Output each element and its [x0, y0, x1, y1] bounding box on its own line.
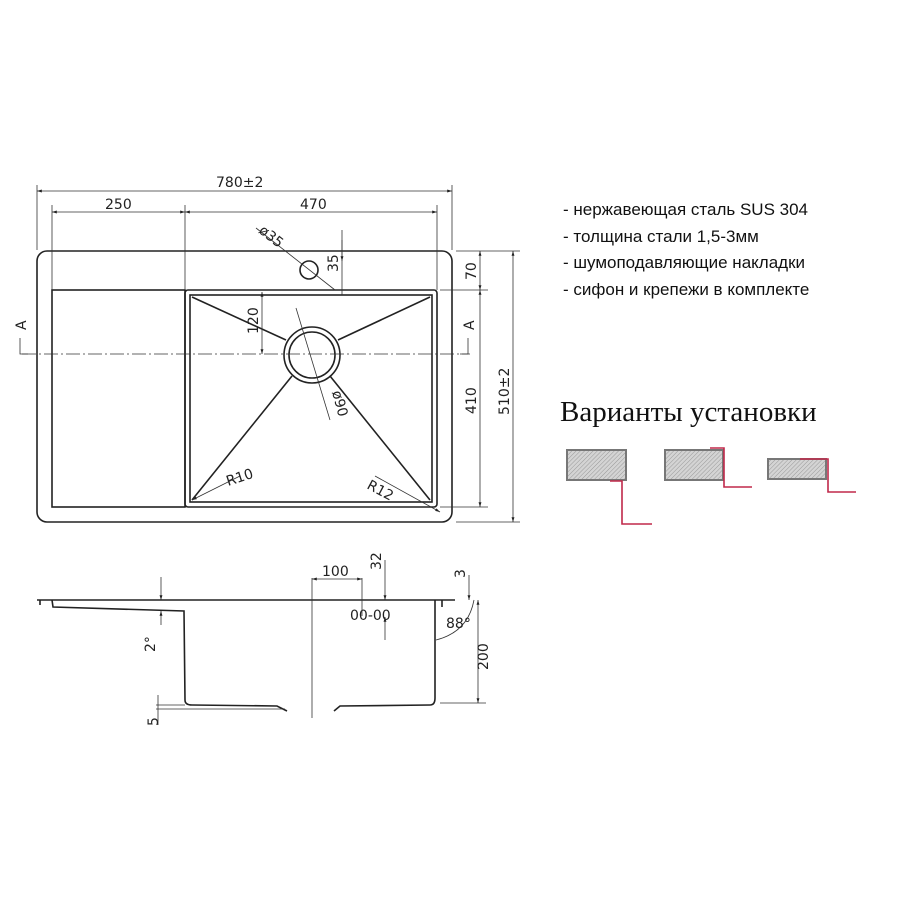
dim-rim: 3 [453, 569, 469, 578]
dim-drain-offset: 120 [246, 307, 262, 334]
dim-overflow-height: 32 [369, 552, 385, 570]
dim-radius-right: R12 [364, 477, 396, 504]
dim-overflow-distance: 100 [322, 564, 349, 580]
dim-drain-diameter: ø90 [328, 389, 350, 419]
section-mark-right: A [462, 320, 478, 330]
feature-item: - нержавеющая сталь SUS 304 [563, 200, 809, 219]
section-view: 00-00 2° 100 32 3 88° 200 5 [37, 552, 492, 726]
dim-slope: 2° [143, 636, 159, 652]
dimension-lines [19, 185, 520, 523]
section-mark-left: A [14, 320, 30, 330]
dim-overall-depth: 510±2 [497, 368, 513, 415]
drain-outer [283, 326, 341, 384]
overflow-symbol: 00-00 [350, 608, 391, 624]
dim-overall-width: 780±2 [216, 175, 263, 191]
dim-wall-angle: 88° [446, 616, 471, 632]
dim-top-margin: 70 [464, 262, 480, 280]
feature-item: - толщина стали 1,5-3мм [563, 227, 759, 246]
flush-mount-icon [664, 447, 752, 488]
undermount-icon [767, 458, 856, 493]
dim-radius-left: R10 [224, 466, 255, 490]
bowl-outer [184, 289, 438, 508]
dim-drainboard-width: 250 [105, 197, 132, 213]
sink-outline [36, 250, 453, 523]
dim-overflow-diameter: ø35 [256, 223, 287, 252]
section-dimension-lines [156, 560, 486, 725]
overmount-icon [566, 449, 652, 525]
installation-title: Варианты установки [560, 396, 817, 428]
feature-item: - сифон и крепежи в комплекте [563, 280, 810, 299]
overflow-hole [299, 260, 319, 280]
dim-bowl-height: 200 [476, 643, 492, 670]
dim-bowl-depth: 410 [464, 387, 480, 414]
left-profile [39, 599, 288, 712]
dim-overflow-offset: 35 [326, 254, 342, 272]
drain-inner [288, 331, 336, 379]
drainboard [51, 289, 186, 508]
dim-bottom: 5 [146, 717, 162, 726]
bowl-slope-lines [191, 296, 431, 501]
feature-item: - шумоподавляющие накладки [563, 253, 806, 272]
top-view: 780±2 250 470 ø35 35 70 410 510±2 120 ø9… [14, 175, 520, 523]
dim-bowl-width: 470 [300, 197, 327, 213]
bowl-inner [189, 294, 433, 503]
right-profile [333, 600, 443, 712]
